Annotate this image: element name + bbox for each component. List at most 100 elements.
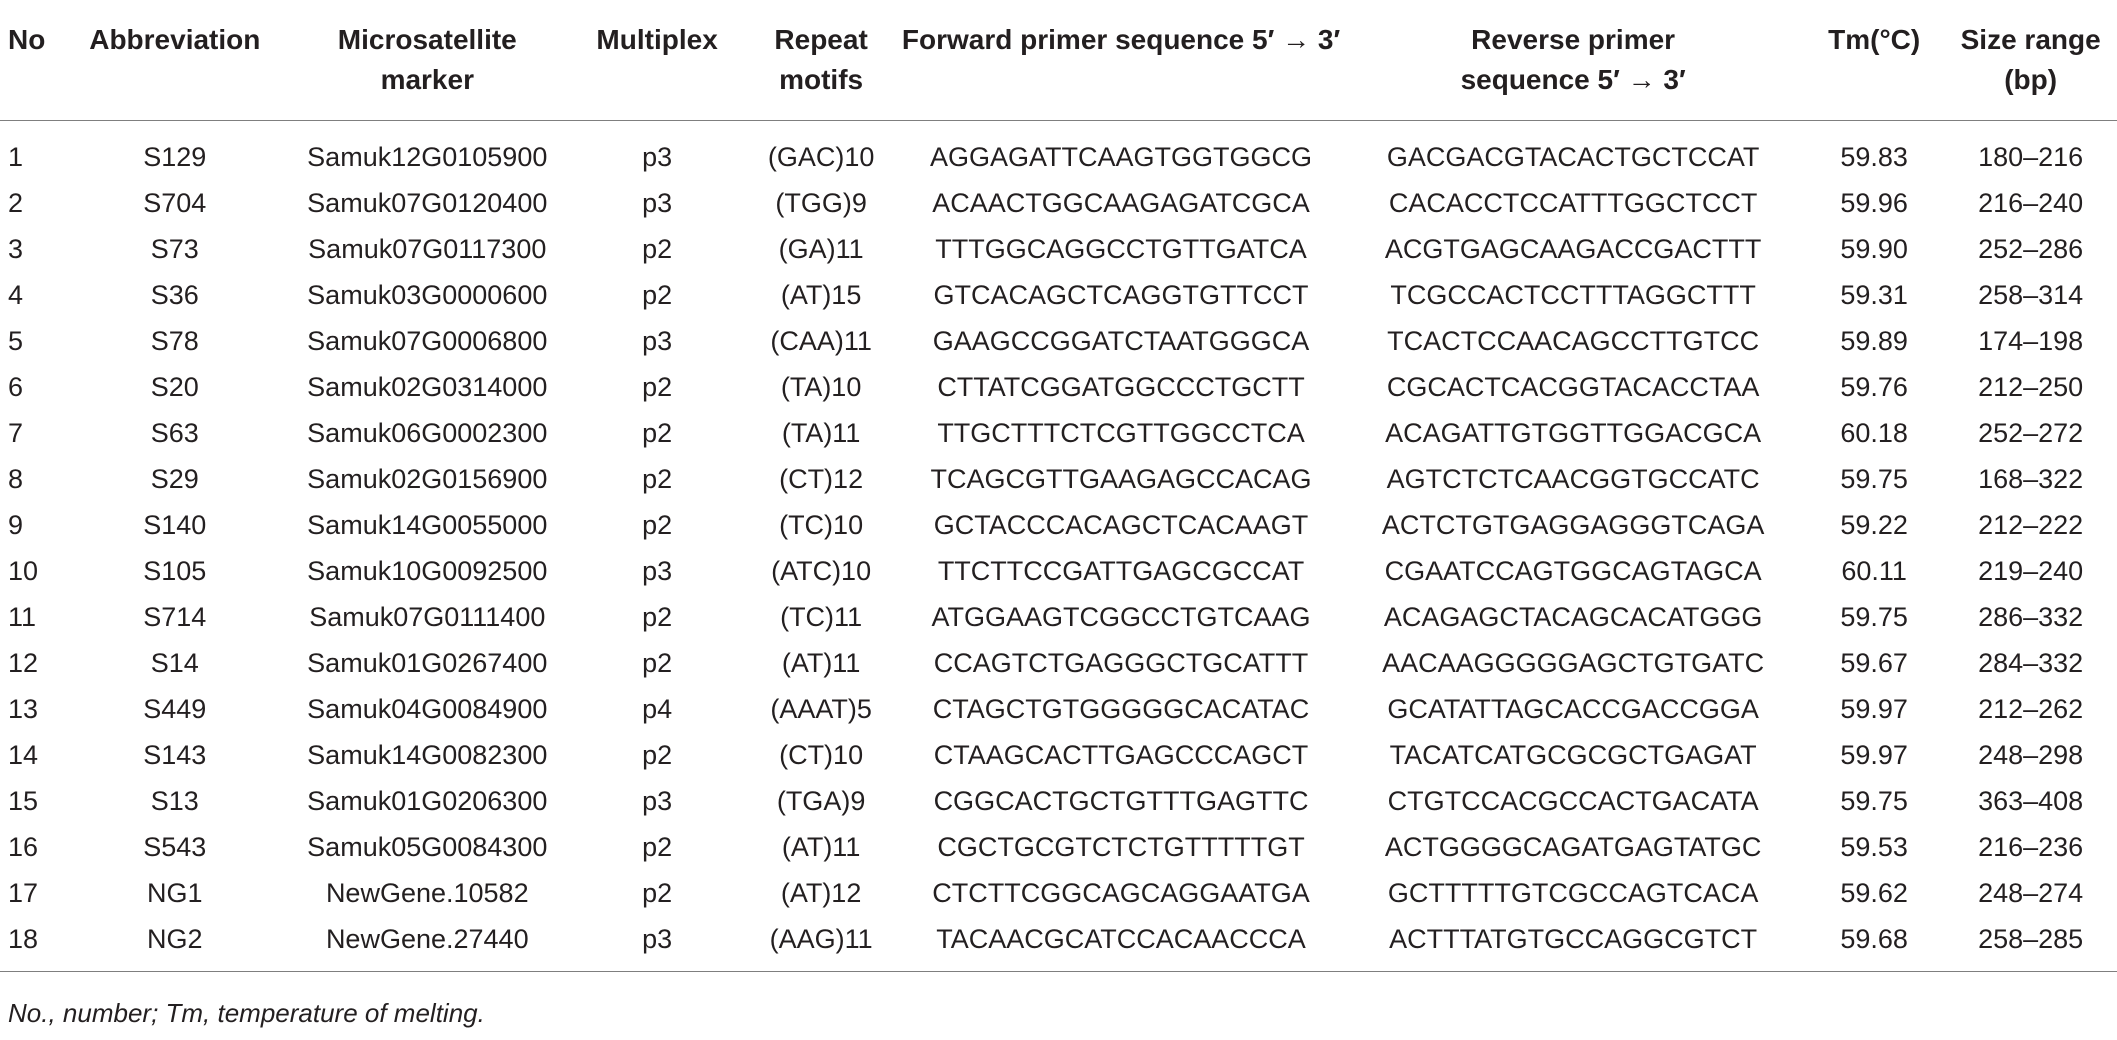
- cell-tm: 59.22: [1840, 510, 1908, 540]
- cell-multiplex: p2: [642, 648, 673, 678]
- cell-repeat-motif: (CAA)11: [770, 326, 872, 356]
- cell-forward-primer: ATGGAAGTCGGCCTGTCAAG: [931, 602, 1311, 632]
- cell-no: 2: [8, 188, 24, 218]
- cell-marker: Samuk07G0111400: [309, 602, 546, 632]
- cell-repeat-motif: (AT)11: [781, 832, 861, 862]
- cell-reverse-primer: CGAATCCAGTGGCAGTAGCA: [1384, 556, 1762, 586]
- cell-multiplex: p3: [642, 786, 673, 816]
- cell-repeat-motif: (TC)11: [780, 602, 863, 632]
- cell-reverse-primer: CGCACTCACGGTACACCTAA: [1386, 372, 1760, 402]
- cell-size-range: 286–332: [1978, 602, 2084, 632]
- cell-multiplex: p3: [642, 556, 673, 586]
- cell-forward-primer: TTGCTTTCTCGTTGGCCTCA: [937, 418, 1305, 448]
- cell-tm: 59.97: [1840, 694, 1908, 724]
- cell-tm: 59.68: [1804, 916, 1945, 972]
- cell-marker: Samuk06G0002300: [307, 418, 548, 448]
- cell-size-range: 168–322: [1978, 464, 2084, 494]
- cell-size-range: 216–236: [1978, 832, 2084, 862]
- cell-tm: 59.31: [1840, 280, 1908, 310]
- header-multiplex: Multiplex: [571, 14, 743, 121]
- cell-abbreviation: S14: [150, 648, 199, 678]
- cell-abbreviation: S29: [150, 464, 199, 494]
- cell-multiplex: p2: [642, 878, 673, 908]
- cell-size-range: 219–240: [1978, 556, 2084, 586]
- cell-marker: Samuk12G0105900: [307, 142, 548, 172]
- cell-multiplex: p2: [642, 372, 673, 402]
- cell-multiplex: p3: [571, 916, 743, 972]
- cell-multiplex: p2: [642, 464, 673, 494]
- cell-size-range: 284–332: [1978, 648, 2084, 678]
- cell-multiplex: p2: [642, 510, 673, 540]
- cell-multiplex: p2: [642, 418, 673, 448]
- cell-abbreviation: S13: [150, 786, 199, 816]
- cell-abbreviation: S129: [143, 142, 207, 172]
- cell-forward-primer: CGGCACTGCTGTTTGAGTTC: [933, 786, 1309, 816]
- cell-abbreviation: S20: [150, 372, 199, 402]
- cell-no: 18: [0, 916, 67, 972]
- cell-multiplex: p2: [642, 832, 673, 862]
- cell-marker: Samuk02G0314000: [307, 372, 548, 402]
- cell-no: 17: [8, 878, 39, 908]
- cell-reverse-primer: ACAGATTGTGGTTGGACGCA: [1385, 418, 1762, 448]
- cell-multiplex: p2: [642, 740, 673, 770]
- cell-tm: 59.89: [1840, 326, 1908, 356]
- cell-size-range: 258–314: [1978, 280, 2084, 310]
- cell-abbreviation: S543: [143, 832, 207, 862]
- cell-no: 3: [8, 234, 24, 264]
- cell-reverse-primer: ACAGAGCTACAGCACATGGG: [1383, 602, 1763, 632]
- cell-multiplex: p4: [642, 694, 673, 724]
- cell-size-range: 248–274: [1978, 878, 2084, 908]
- cell-abbreviation: S36: [150, 280, 199, 310]
- cell-tm: 60.11: [1841, 556, 1907, 586]
- cell-marker: Samuk07G0120400: [307, 188, 548, 218]
- cell-abbreviation: S143: [143, 740, 207, 770]
- cell-multiplex: p3: [642, 326, 673, 356]
- cell-repeat-motif: (AAAT)5: [770, 694, 872, 724]
- cell-repeat-motif: (GAC)10: [767, 142, 875, 172]
- cell-no: 13: [8, 694, 39, 724]
- cell-size-range: 252–272: [1978, 418, 2084, 448]
- cell-multiplex: p2: [642, 234, 673, 264]
- cell-repeat-motif: (TGG)9: [775, 188, 867, 218]
- cell-repeat-motif: (GA)11: [778, 234, 864, 264]
- cell-tm: 59.75: [1840, 464, 1908, 494]
- cell-size-range: 216–240: [1978, 188, 2084, 218]
- cell-size-range: 248–298: [1978, 740, 2084, 770]
- cell-no: 6: [8, 372, 24, 402]
- cell-repeat-motif: (TA)10: [780, 372, 862, 402]
- cell-forward-primer: CCAGTCTGAGGGCTGCATTT: [933, 648, 1309, 678]
- cell-size-range: 180–216: [1978, 142, 2084, 172]
- cell-size-range: 252–286: [1978, 234, 2084, 264]
- cell-reverse-primer: GCATATTAGCACCGACCGGA: [1387, 694, 1759, 724]
- cell-no: 7: [8, 418, 24, 448]
- cell-no: 12: [8, 648, 39, 678]
- cell-size-range: 174–198: [1978, 326, 2084, 356]
- cell-repeat-motif: (TGA)9: [776, 786, 866, 816]
- cell-abbreviation: S714: [143, 602, 207, 632]
- cell-no: 11: [8, 602, 37, 632]
- cell-forward-primer: TCAGCGTTGAAGAGCCACAG: [930, 464, 1312, 494]
- cell-size-range: 212–262: [1978, 694, 2084, 724]
- header-abbreviation: Abbreviation: [66, 14, 283, 121]
- cell-repeat-motif: (AT)15: [780, 280, 862, 310]
- cell-tm: 59.53: [1840, 832, 1908, 862]
- cell-no: 1: [8, 142, 24, 172]
